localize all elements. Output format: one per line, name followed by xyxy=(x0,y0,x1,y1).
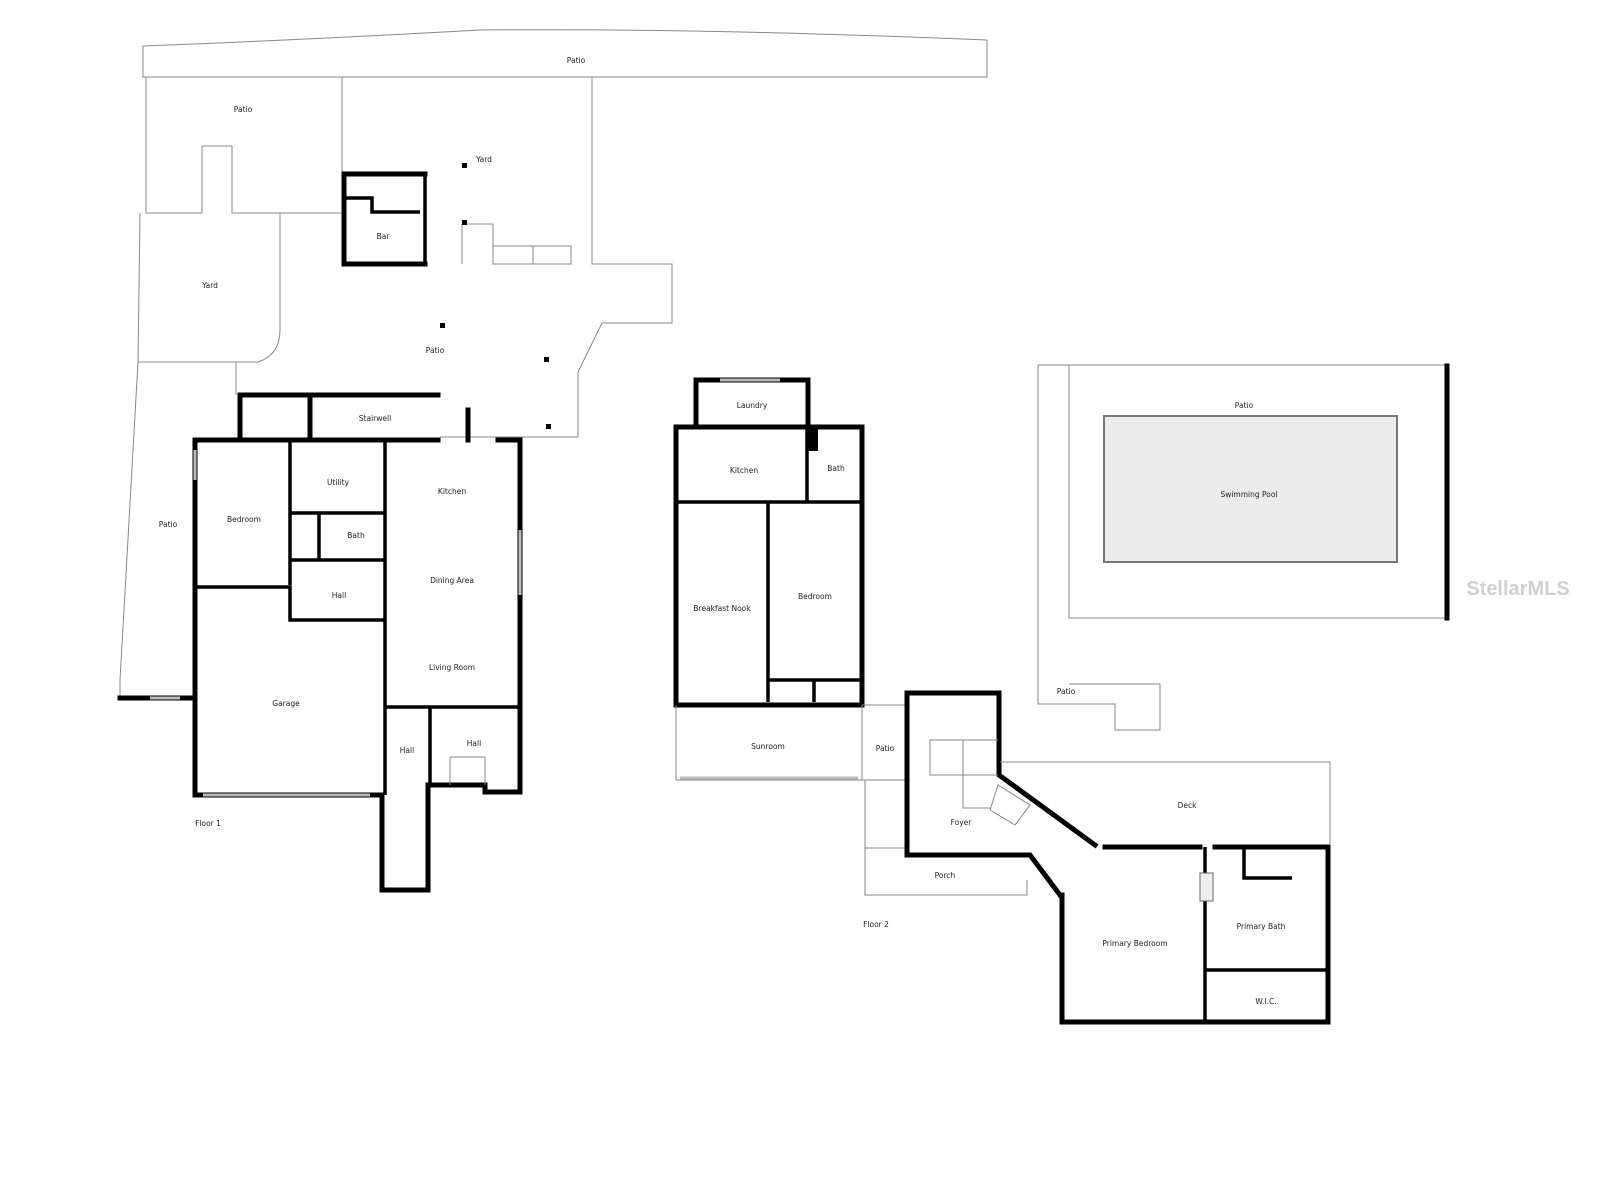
label-hall-1: Hall xyxy=(332,591,346,600)
label-floor-2: Floor 2 xyxy=(863,920,889,929)
label-yard-w: Yard xyxy=(201,281,218,290)
label-swimming-pool: Swimming Pool xyxy=(1220,490,1277,499)
floor2-right-walls xyxy=(904,690,1331,1025)
label-patio-se: Patio xyxy=(1057,687,1076,696)
label-bar: Bar xyxy=(377,232,391,241)
label-porch: Porch xyxy=(935,871,956,880)
label-bedroom-2: Bedroom xyxy=(798,592,832,601)
floor2-left-walls xyxy=(673,377,1028,896)
label-deck: Deck xyxy=(1178,801,1198,810)
pool-area xyxy=(1037,363,1450,731)
label-breakfast-nook: Breakfast Nook xyxy=(693,604,751,613)
swimming-pool xyxy=(1103,415,1398,563)
label-living: Living Room xyxy=(429,663,475,672)
label-utility: Utility xyxy=(327,478,350,487)
label-patio-center: Patio xyxy=(426,346,445,355)
label-laundry: Laundry xyxy=(737,401,768,410)
label-patio-nw: Patio xyxy=(234,105,253,114)
room-labels: Patio Patio Yard Bar Yard Patio Stairwel… xyxy=(159,56,1286,1006)
label-garage: Garage xyxy=(272,699,300,708)
label-patio-pool: Patio xyxy=(1235,401,1254,410)
label-stairwell: Stairwell xyxy=(359,414,391,423)
label-sunroom: Sunroom xyxy=(751,742,785,751)
label-patio-mid: Patio xyxy=(876,744,895,753)
label-primary-bedroom: Primary Bedroom xyxy=(1102,939,1167,948)
label-bedroom-1: Bedroom xyxy=(227,515,261,524)
label-dining: Dining Area xyxy=(430,576,474,585)
label-bath-1: Bath xyxy=(347,531,365,540)
label-primary-bath: Primary Bath xyxy=(1237,922,1286,931)
watermark: StellarMLS xyxy=(1466,578,1569,600)
floor1-outdoor xyxy=(119,29,988,698)
label-patio-top: Patio xyxy=(567,56,586,65)
bar-walls xyxy=(341,171,428,267)
label-yard-n: Yard xyxy=(475,155,492,164)
label-hall-2: Hall xyxy=(400,746,414,755)
label-floor-1: Floor 1 xyxy=(195,819,221,828)
label-patio-w: Patio xyxy=(159,520,178,529)
label-hall-3: Hall xyxy=(467,739,481,748)
label-bath-2: Bath xyxy=(827,464,845,473)
label-wic: W.I.C. xyxy=(1255,997,1276,1006)
floor1-walls xyxy=(117,392,523,893)
label-foyer: Foyer xyxy=(951,818,973,827)
label-kitchen-1: Kitchen xyxy=(438,487,466,496)
label-kitchen-2: Kitchen xyxy=(730,466,758,475)
